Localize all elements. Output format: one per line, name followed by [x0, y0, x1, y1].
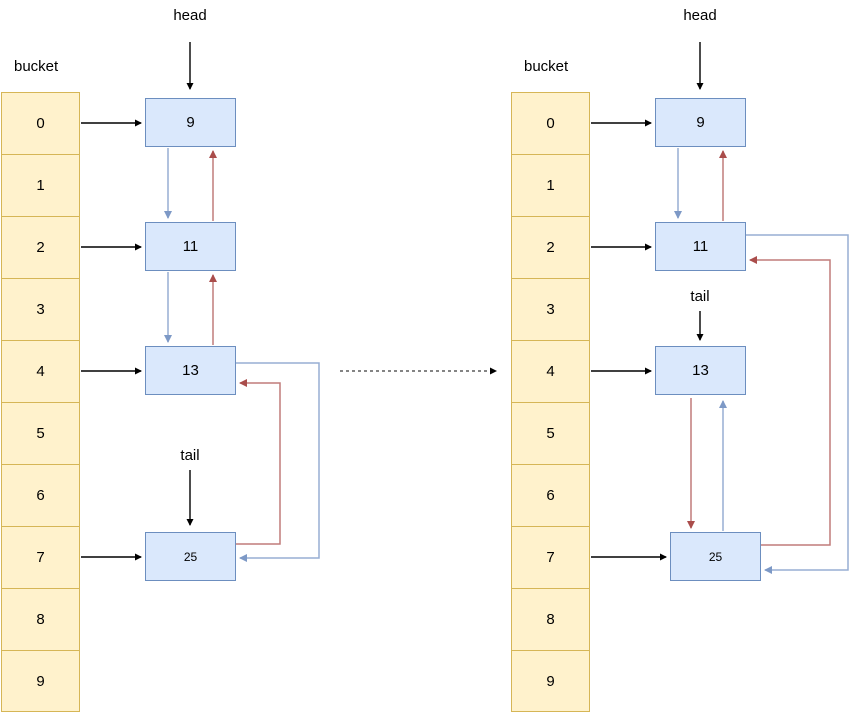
- right-node-13: 13: [655, 346, 746, 395]
- left-head-label: head: [173, 7, 207, 24]
- right-bucket-cell-3: 3: [512, 279, 589, 341]
- left-node-13: 13: [145, 346, 236, 395]
- left-bucket-array: 0 1 2 3 4 5 6 7 8 9: [1, 92, 80, 712]
- left-bucket-label: bucket: [14, 58, 59, 75]
- right-bucket-cell-9: 9: [546, 672, 555, 690]
- right-bucket-cell-1: 1: [512, 155, 589, 217]
- left-bucket-cell-8: 8: [2, 589, 79, 651]
- right-bucket-cell-4: 4: [512, 341, 589, 403]
- right-node-25: 25: [670, 532, 761, 581]
- right-bucket-cell-8: 8: [512, 589, 589, 651]
- left-prev-25-to-13-arrow: [236, 379, 281, 545]
- left-next-13-to-25-arrow: [236, 362, 320, 562]
- right-bucket-cell-6: 6: [512, 465, 589, 527]
- left-bucket-cell-0: 0: [2, 93, 79, 155]
- right-node-9: 9: [655, 98, 746, 147]
- right-bucket-label: bucket: [524, 58, 569, 75]
- right-head-label: head: [683, 7, 717, 24]
- left-bucket-cell-1: 1: [2, 155, 79, 217]
- right-bucket-cell-7: 7: [512, 527, 589, 589]
- right-bucket-cell-5: 5: [512, 403, 589, 465]
- left-bucket-cell-4: 4: [2, 341, 79, 403]
- right-node-11: 11: [655, 222, 746, 271]
- left-tail-label: tail: [180, 447, 200, 464]
- left-bucket-cell-2: 2: [2, 217, 79, 279]
- right-bucket-cell-0: 0: [512, 93, 589, 155]
- right-prev-25-to-11-arrow: [749, 256, 831, 546]
- right-bucket-cell-2: 2: [512, 217, 589, 279]
- left-node-9: 9: [145, 98, 236, 147]
- left-bucket-cell-3: 3: [2, 279, 79, 341]
- left-bucket-cell-6: 6: [2, 465, 79, 527]
- left-bucket-cell-9: 9: [36, 672, 45, 690]
- left-node-25: 25: [145, 532, 236, 581]
- left-node-11: 11: [145, 222, 236, 271]
- right-next-11-to-25-arrow: [746, 234, 849, 574]
- right-bucket-array: 0 1 2 3 4 5 6 7 8 9: [511, 92, 590, 712]
- right-tail-label: tail: [690, 288, 710, 305]
- left-bucket-cell-5: 5: [2, 403, 79, 465]
- left-bucket-cell-7: 7: [2, 527, 79, 589]
